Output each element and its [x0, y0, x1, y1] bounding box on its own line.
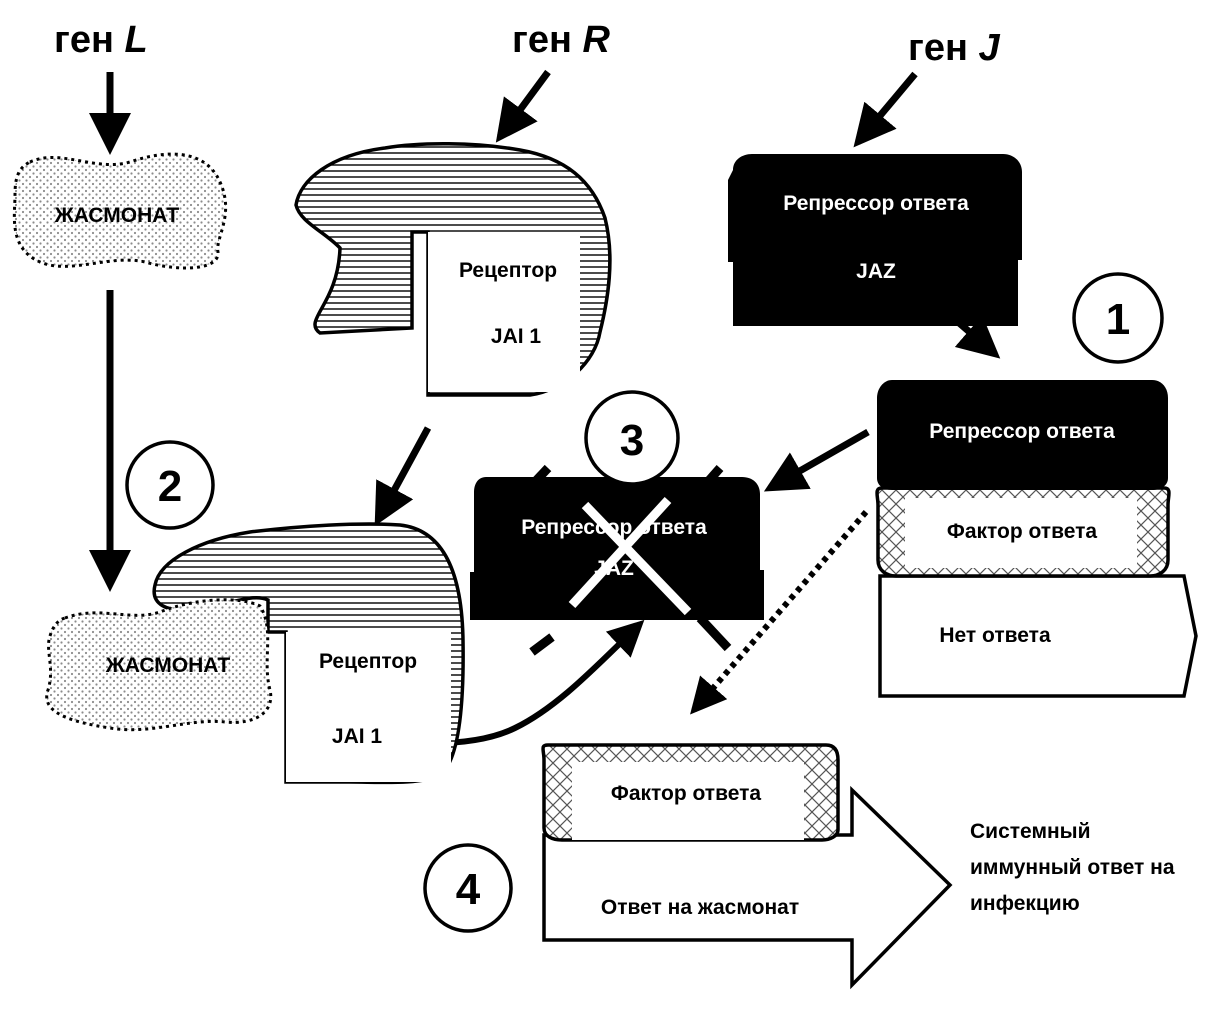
repressor-free: Репрессор ответа JAZ [728, 154, 1022, 326]
systemic-line-1: Системный [970, 820, 1091, 843]
receptor-name-bound: Рецептор [319, 650, 417, 673]
repressor-id: JAZ [856, 260, 896, 283]
response-label: Ответ на жасмонат [601, 896, 799, 919]
step-1-number: 1 [1106, 295, 1130, 344]
jasmonate-free: ЖАСМОНАТ [12, 152, 228, 270]
jasmonate-bound: ЖАСМОНАТ [45, 598, 273, 732]
gene-r-label: ген R [512, 19, 610, 61]
arrow-complex-to-crossed-repressor [763, 428, 870, 492]
receptor-free: Рецептор JAI 1 [294, 142, 612, 397]
step-4-number: 4 [456, 865, 481, 914]
receptor-id: JAI 1 [491, 325, 542, 348]
jasmonate-label: ЖАСМОНАТ [54, 204, 180, 227]
arrow-gene-j-to-repressor [853, 71, 918, 148]
systemic-line-3: инфекцию [970, 892, 1080, 915]
arrow-dotted-factor-release [690, 510, 869, 715]
arrow-receptor-down [374, 426, 432, 527]
degradation-cross-icon-2 [581, 501, 692, 616]
no-response-label: Нет ответа [939, 624, 1051, 647]
receptor-name: Рецептор [459, 259, 557, 282]
gene-j-label: ген J [908, 27, 1000, 69]
repressor-name: Репрессор ответа [783, 192, 969, 215]
step-4-marker: 4 [423, 843, 513, 933]
step-2-number: 2 [158, 462, 182, 511]
degradation-cross-icon [568, 496, 672, 609]
jasmonate-label-bound: ЖАСМОНАТ [105, 654, 231, 677]
systemic-response-note: Системный иммунный ответ на инфекцию [970, 820, 1175, 915]
factor-label-bound: Фактор ответа [947, 520, 1098, 543]
jasmonate-response: Фактор ответа Ответ на жасмонат [541, 743, 953, 990]
step-3-marker: 3 [584, 390, 680, 486]
step-3-number: 3 [620, 416, 644, 465]
step-1-marker: 1 [1072, 272, 1164, 364]
repressor-name-bound: Репрессор ответа [929, 420, 1115, 443]
gene-l-label: ген L [54, 19, 148, 61]
arrow-gene-r-to-receptor [495, 69, 551, 143]
repressor-factor-complex: Нет ответа Фактор ответа Репрессор ответ… [875, 380, 1198, 698]
systemic-line-2: иммунный ответ на [970, 856, 1175, 879]
repressor-degraded: Репрессор ответа JAZ [470, 464, 764, 656]
factor-label-free: Фактор ответа [611, 782, 762, 805]
receptor-id-bound: JAI 1 [332, 725, 383, 748]
step-2-marker: 2 [125, 440, 215, 530]
arrow-repressor-to-complex [954, 315, 1001, 359]
repressor-name-degraded: Репрессор ответа [521, 516, 707, 539]
